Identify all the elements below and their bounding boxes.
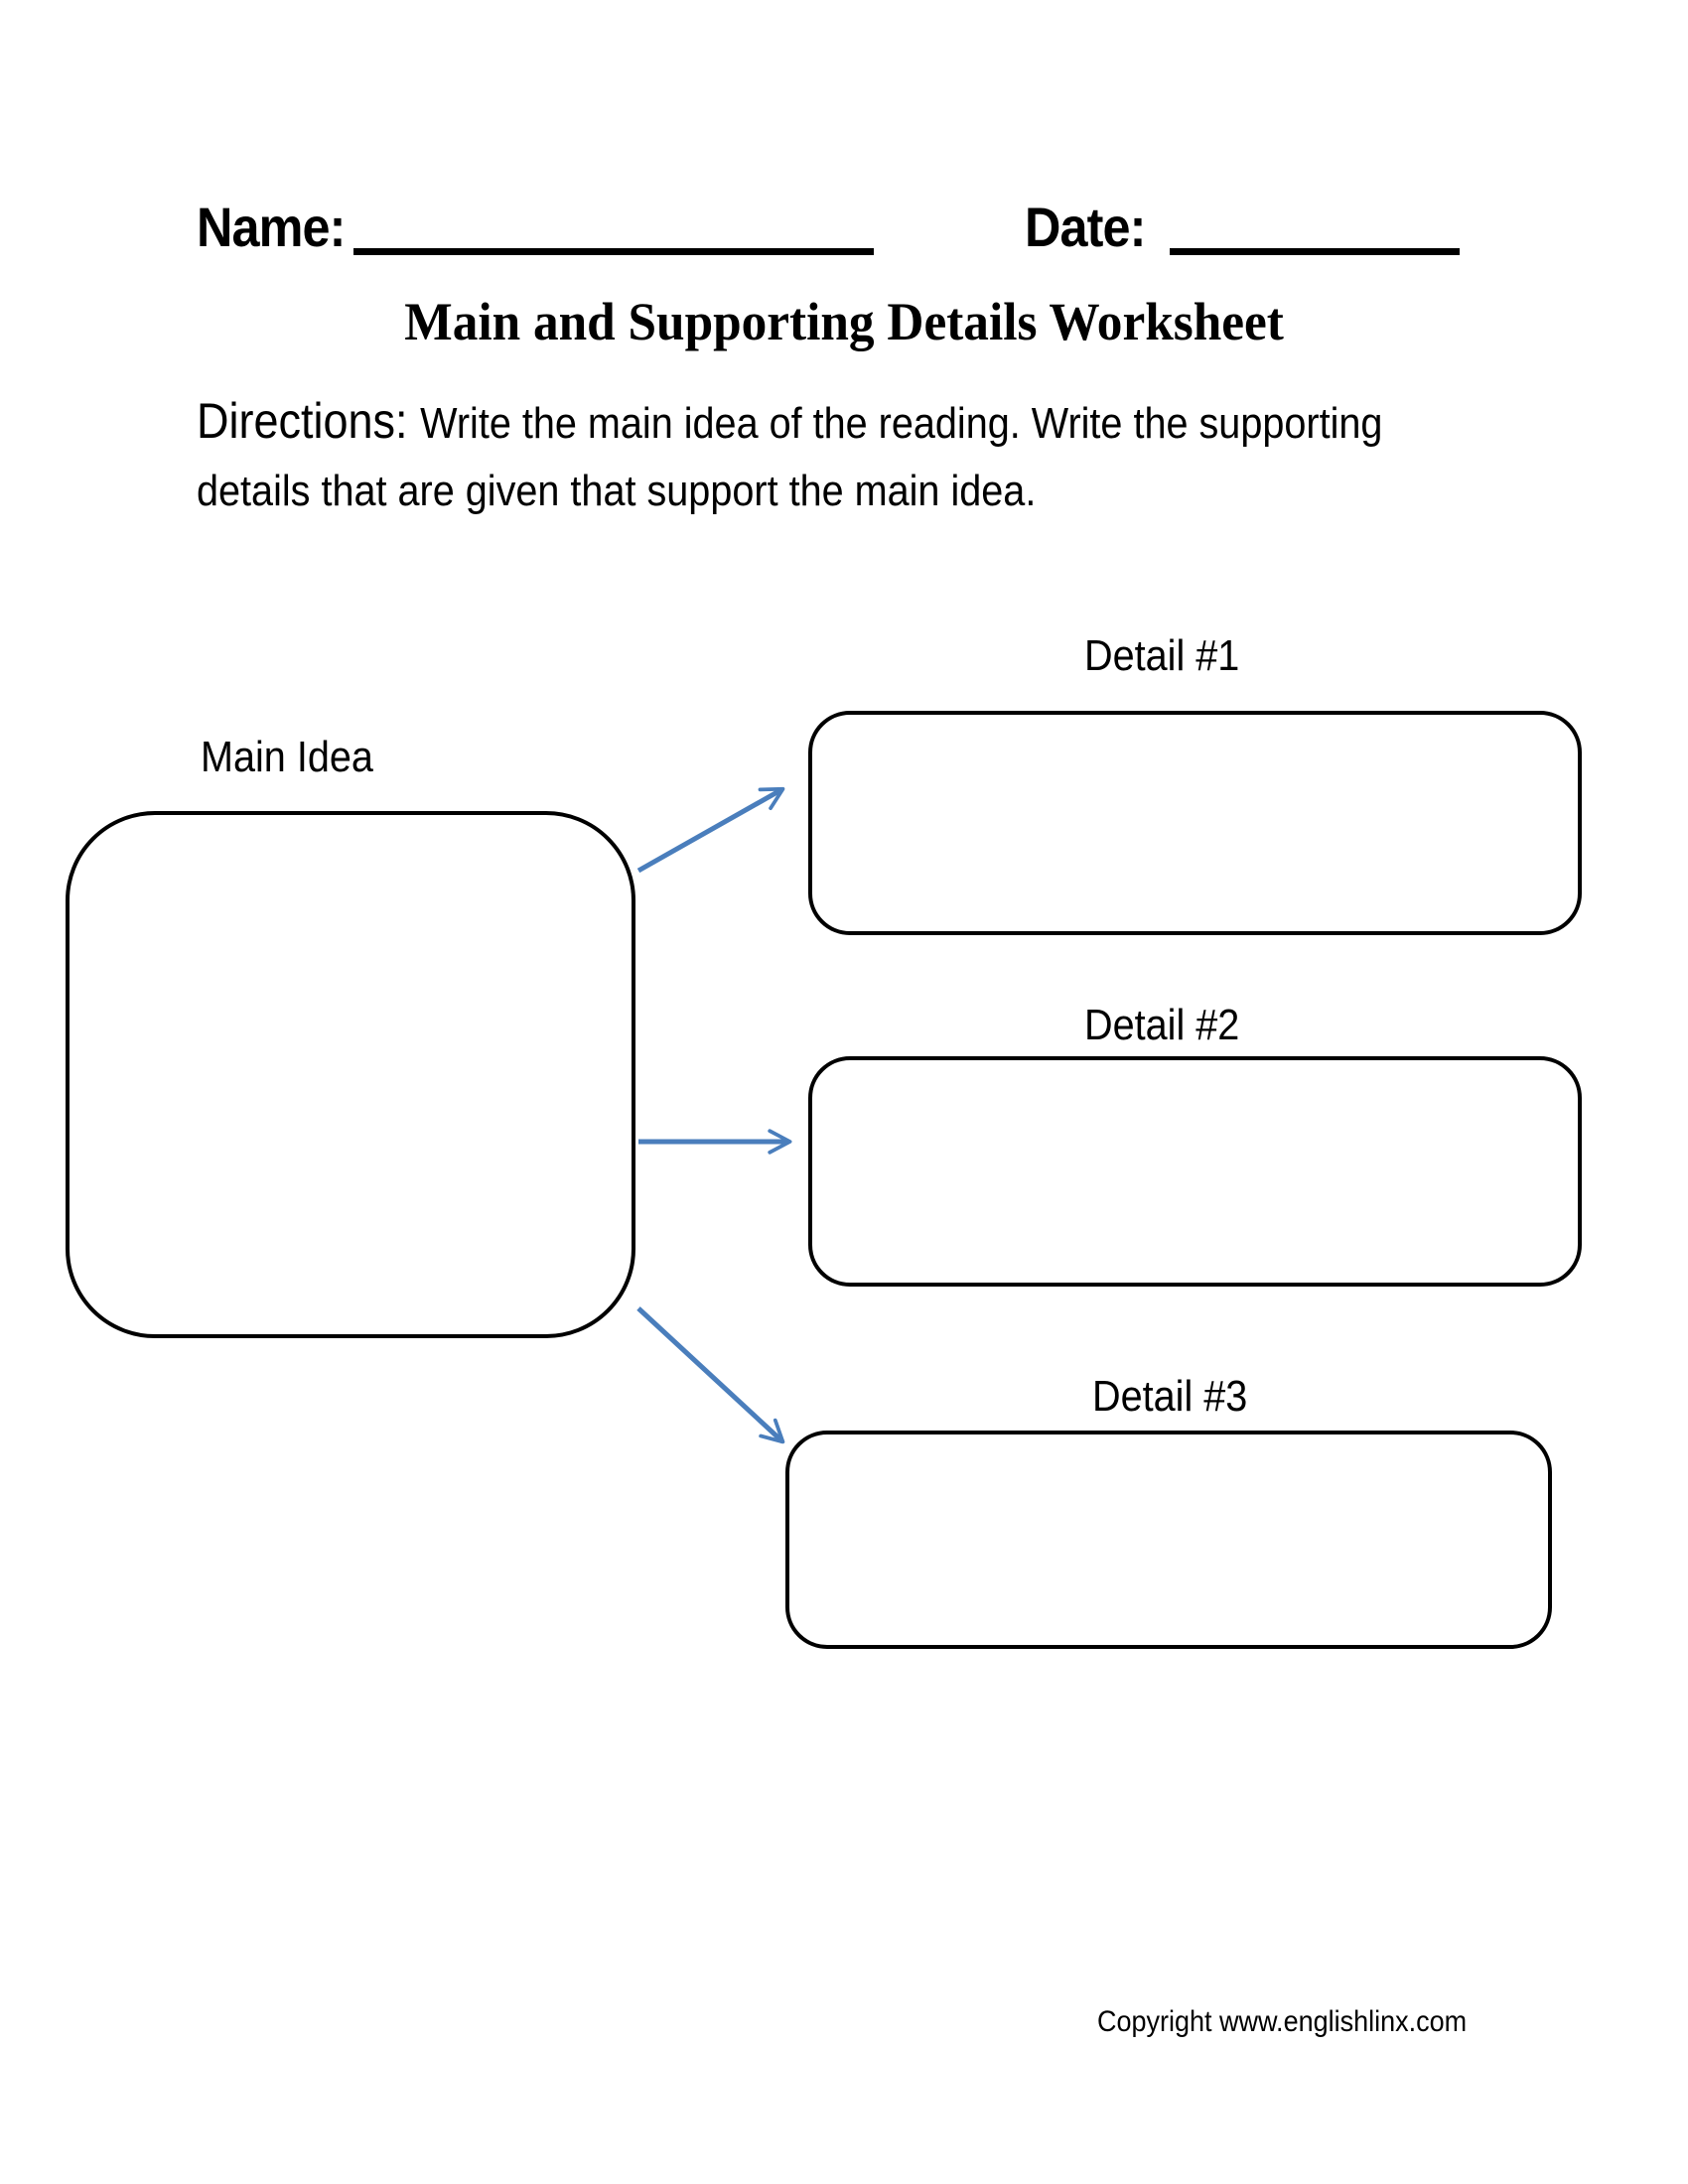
directions-prefix: Directions: xyxy=(197,393,408,449)
date-label: Date: xyxy=(1025,195,1159,259)
directions-line-1: Directions:Write the main idea of the re… xyxy=(197,387,1514,458)
detail-3-box[interactable] xyxy=(785,1431,1552,1649)
main-to-detail-1-arrow xyxy=(636,786,785,874)
main-idea-box[interactable] xyxy=(66,811,635,1338)
date-fill-line[interactable] xyxy=(1170,248,1460,255)
page-title: Main and Supporting Details Worksheet xyxy=(0,291,1688,352)
name-label-text: Name: xyxy=(197,196,346,258)
copyright-text-inner: Copyright www.englishlinx.com xyxy=(1097,2005,1468,2038)
detail-1-label-text: Detail #1 xyxy=(1084,631,1240,680)
detail-2-box[interactable] xyxy=(808,1056,1582,1287)
name-label: Name: xyxy=(197,195,361,259)
directions-line-2: details that are given that support the … xyxy=(197,458,1514,525)
detail-3-label: Detail #3 xyxy=(1092,1372,1265,1422)
detail-1-box[interactable] xyxy=(808,711,1582,935)
detail-3-label-text: Detail #3 xyxy=(1092,1372,1248,1421)
main-to-detail-3-arrow xyxy=(636,1306,785,1444)
detail-2-label-text: Detail #2 xyxy=(1084,1001,1240,1049)
main-idea-label-text: Main Idea xyxy=(201,733,373,781)
main-idea-label: Main Idea xyxy=(201,733,392,782)
detail-1-label: Detail #1 xyxy=(1084,631,1257,681)
detail-2-label: Detail #2 xyxy=(1084,1001,1257,1050)
directions: Directions:Write the main idea of the re… xyxy=(197,387,1514,525)
directions-text-2: details that are given that support the … xyxy=(197,467,1037,515)
directions-text-1: Write the main idea of the reading. Writ… xyxy=(420,399,1383,448)
date-label-text: Date: xyxy=(1025,196,1146,258)
page-title-text: Main and Supporting Details Worksheet xyxy=(404,292,1284,351)
copyright-text: Copyright www.englishlinx.com xyxy=(1097,2005,1508,2039)
name-fill-line[interactable] xyxy=(353,248,874,255)
